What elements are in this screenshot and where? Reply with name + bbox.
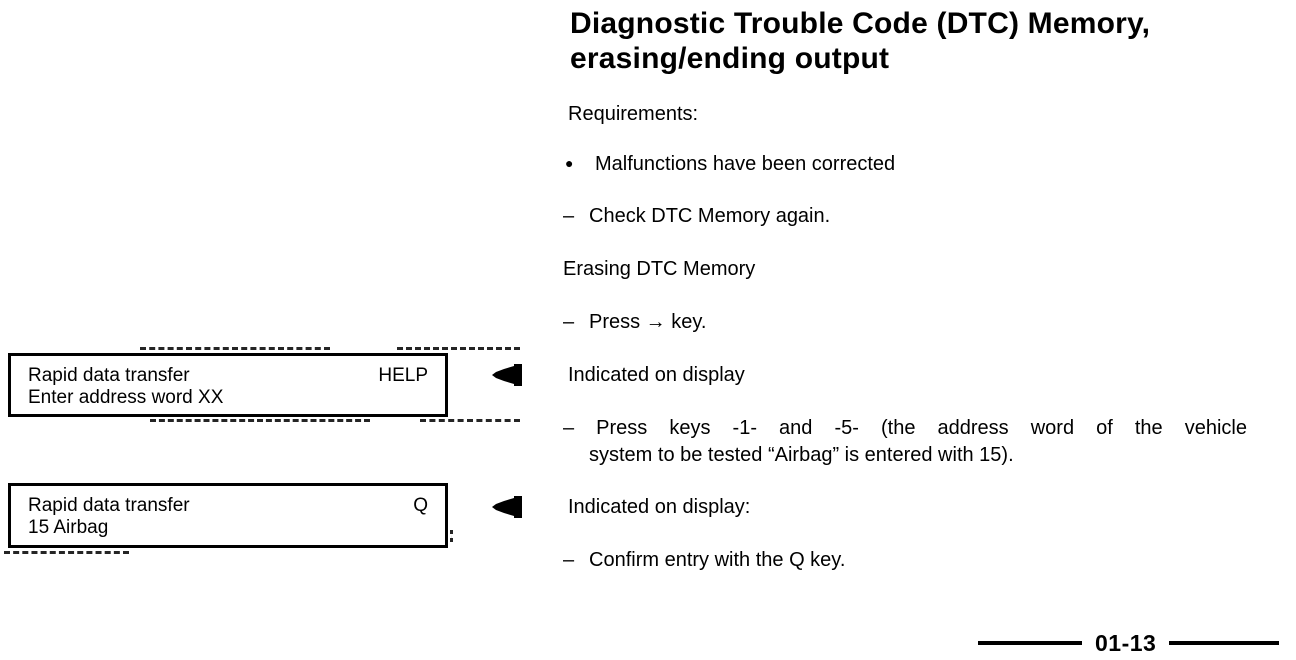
page-number: 01-13 — [1095, 629, 1157, 656]
scan-artifact — [140, 347, 330, 350]
caption-indicated-on-display: Indicated on display: — [568, 496, 751, 518]
step-check-dtc-text: Check DTC Memory again. — [589, 205, 831, 227]
footer-rule-right — [1169, 641, 1280, 645]
display-mode-label: Rapid data transfer — [28, 365, 190, 386]
display-readout-box-airbag: Rapid data transfer Q 15 Airbag — [8, 483, 448, 548]
bullet-item-malfunctions: ● Malfunctions have been corrected — [565, 150, 895, 177]
page-title: Diagnostic Trouble Code (DTC) Memory, er… — [570, 6, 1270, 76]
step-press-keys-line-2: system to be tested “Airbag” is entered … — [589, 444, 1014, 466]
bullet-item-text: Malfunctions have been corrected — [595, 153, 896, 175]
scan-artifact — [150, 419, 370, 422]
requirements-label: Requirements: — [568, 103, 699, 125]
display-indicator-icon — [492, 496, 522, 518]
bullet-icon: ● — [565, 155, 574, 171]
display-function-key: HELP — [378, 365, 428, 386]
scan-artifact — [420, 419, 520, 422]
scan-artifact — [397, 347, 520, 350]
display-indicator-icon — [492, 364, 522, 386]
step-press-keys-line-1: – Press keys -1- and -5- (the address wo… — [563, 417, 1247, 439]
page-footer: 01-13 — [978, 629, 1280, 657]
page-title-line-2: erasing/ending output — [570, 42, 890, 75]
dash-icon: – — [563, 549, 575, 571]
step-check-dtc-memory: –Check DTC Memory again. — [563, 203, 830, 229]
step-press-arrow-key: –Press → key. — [563, 309, 706, 335]
footer-rule-left — [978, 641, 1082, 645]
display-line-1: Rapid data transfer Q — [28, 495, 428, 517]
display-line-2: Enter address word XX — [28, 387, 224, 408]
page-title-line-1: Diagnostic Trouble Code (DTC) Memory, — [570, 7, 1151, 40]
scan-artifact — [450, 530, 453, 542]
caption-indicated-on-display: Indicated on display — [568, 364, 745, 386]
step-confirm-text: Confirm entry with the Q key. — [589, 549, 846, 571]
step-press-keys-1-and-5: – Press keys -1- and -5- (the address wo… — [563, 415, 1247, 469]
display-line-1: Rapid data transfer HELP — [28, 365, 428, 387]
heading-erasing-dtc-memory: Erasing DTC Memory — [563, 258, 756, 280]
dash-icon: – — [563, 205, 575, 227]
display-line-2: 15 Airbag — [28, 517, 109, 538]
step-press-arrow-text: Press → key. — [589, 311, 707, 333]
display-mode-label: Rapid data transfer — [28, 495, 190, 516]
display-readout-box-help: Rapid data transfer HELP Enter address w… — [8, 353, 448, 417]
dash-icon: – — [563, 311, 575, 333]
display-function-key: Q — [413, 495, 428, 516]
scan-artifact — [4, 551, 129, 554]
step-confirm-q-key: –Confirm entry with the Q key. — [563, 547, 845, 573]
